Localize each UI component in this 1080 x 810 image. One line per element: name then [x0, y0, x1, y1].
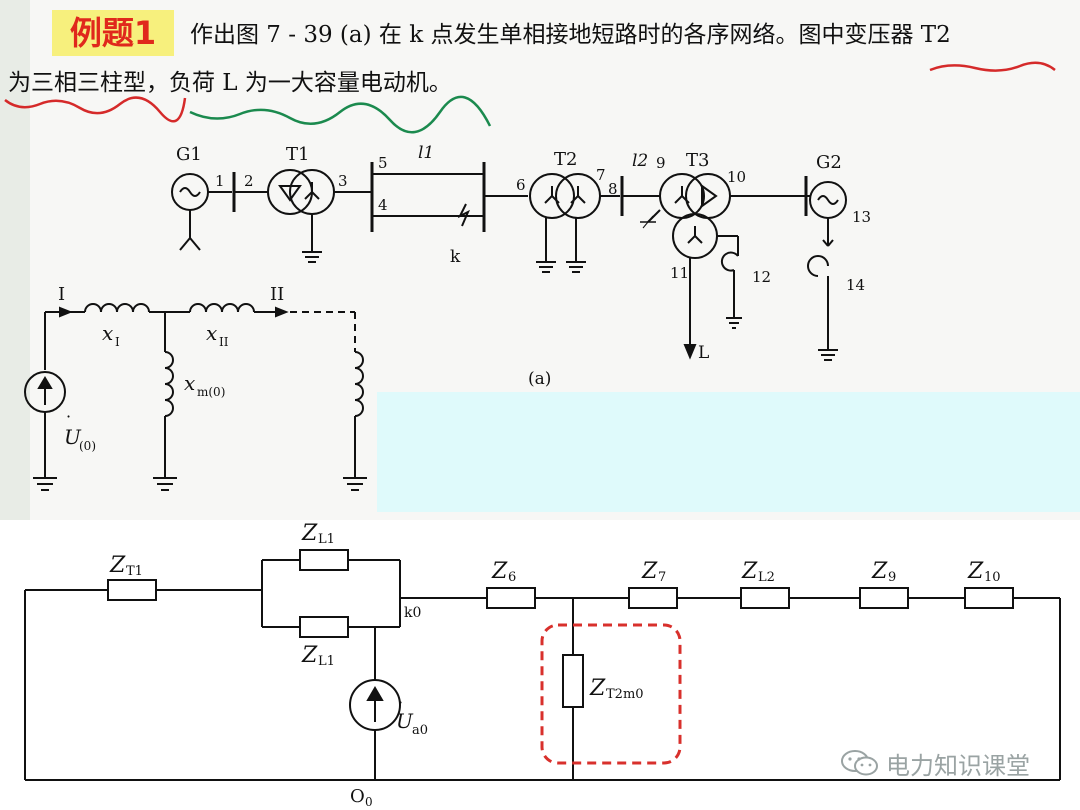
example-badge: 例题1	[52, 10, 174, 56]
load-arrow	[683, 344, 697, 360]
green-underline	[189, 95, 492, 134]
resistor-zl2	[740, 587, 790, 609]
u0-dot: ·	[66, 407, 71, 426]
resistor-z9	[859, 587, 909, 609]
resistor-z6	[486, 587, 536, 609]
resistor-z10	[964, 587, 1014, 609]
node-11: 11	[670, 264, 689, 282]
zl1-top-label: Z	[301, 521, 318, 546]
node-10: 10	[727, 168, 746, 186]
x1-sub: I	[115, 335, 120, 349]
node-9: 9	[656, 154, 666, 172]
resistor-z7	[628, 587, 678, 609]
label-g2: G2	[816, 152, 842, 173]
label-l1: l1	[418, 143, 434, 163]
resistor-zt2m0	[562, 654, 584, 708]
label-load: L	[698, 343, 709, 363]
x2-label: x	[206, 321, 217, 345]
ua0-dot: ·	[398, 693, 403, 712]
problem-line-2: 为三相三柱型，负荷 L 为一大容量电动机。	[8, 70, 452, 96]
figure-a-labels: G1 T1 l1 T2 T3 l2 G2 k L (a) 1 2 3 4 5 6…	[176, 143, 871, 389]
watermark: 电力知识课堂	[840, 745, 1030, 781]
node-1: 1	[215, 172, 225, 190]
zt1-label: Z	[109, 553, 126, 578]
watermark-text: 电力知识课堂	[886, 751, 1030, 780]
k0-label: k0	[404, 605, 421, 621]
label-t1: T1	[286, 144, 309, 165]
label-g1: G1	[176, 144, 202, 165]
z9-label: Z	[871, 559, 888, 584]
inductor-right	[354, 351, 364, 417]
z6-sub: 6	[508, 570, 516, 585]
zl1-top-sub: L1	[318, 532, 335, 547]
label-k: k	[450, 247, 461, 267]
node-4: 4	[378, 196, 388, 214]
xm-sub: m(0)	[197, 385, 225, 399]
wechat-icon	[841, 750, 878, 776]
t-model-circuit	[24, 303, 367, 491]
label-t2: T2	[554, 149, 577, 170]
t-model-labels: I II x I x II x m(0) U · (0)	[58, 284, 284, 453]
port-2-label: II	[270, 284, 284, 305]
transformer-t2-symbol	[529, 173, 575, 219]
zero-sequence-network	[24, 549, 1061, 781]
node-12: 12	[752, 268, 771, 286]
zl2-sub: L2	[758, 570, 775, 585]
u0-sub: (0)	[79, 439, 96, 453]
zl2-label: Z	[741, 559, 758, 584]
example-badge-label: 例题1	[69, 14, 157, 52]
node-8: 8	[608, 180, 618, 198]
zt2m0-label: Z	[589, 676, 606, 701]
figure-a	[171, 162, 847, 361]
u0-label: U	[64, 425, 82, 449]
z10-label: Z	[967, 559, 984, 584]
zl1-bottom-sub: L1	[318, 654, 335, 669]
z10-sub: 10	[984, 570, 1001, 585]
problem-line-1: 作出图 7 - 39 (a) 在 k 点发生单相接地短路时的各序网络。图中变压器…	[190, 22, 951, 48]
o0-label: O	[350, 786, 365, 807]
node-2: 2	[244, 172, 254, 190]
resistor-zt1	[107, 579, 157, 601]
zt2m0-sub: T2m0	[606, 687, 644, 702]
z7-sub: 7	[658, 570, 666, 585]
zero-sequence-labels: Z T1 Z L1 Z L1 k0 Z 6 Z 7 Z L2 Z 9 Z 10 …	[109, 521, 1001, 809]
page-edge	[0, 0, 30, 520]
z7-label: Z	[641, 559, 658, 584]
resistor-zl1-bottom	[299, 616, 349, 638]
resistor-zl1-top	[299, 549, 349, 571]
x2-sub: II	[219, 335, 229, 349]
inductor-x2	[189, 303, 255, 313]
z9-sub: 9	[888, 570, 896, 585]
fault-arrow	[457, 203, 470, 227]
node-6: 6	[516, 176, 526, 194]
inductor-x1	[84, 303, 150, 313]
node-3: 3	[338, 172, 348, 190]
node-5: 5	[378, 154, 388, 172]
x1-label: x	[102, 321, 113, 345]
inductor-xm	[164, 351, 174, 417]
cyan-panel	[377, 392, 1080, 512]
node-13: 13	[852, 208, 871, 226]
zt1-sub: T1	[126, 564, 143, 579]
ua0-sub: a0	[412, 723, 428, 738]
figure-caption: (a)	[528, 369, 551, 389]
ua0-label: U	[396, 709, 414, 733]
z6-label: Z	[491, 559, 508, 584]
label-t3: T3	[686, 150, 709, 171]
red-underline-right	[929, 61, 1056, 72]
port-1-label: I	[58, 284, 65, 305]
label-l2: l2	[632, 151, 648, 171]
highlight-dashed-box	[540, 623, 682, 765]
xm-label: x	[184, 371, 195, 395]
node-14: 14	[846, 276, 865, 294]
node-7: 7	[596, 166, 606, 184]
red-underline-left	[4, 96, 187, 123]
zl1-bottom-label: Z	[301, 643, 318, 668]
o0-sub: 0	[365, 795, 373, 809]
